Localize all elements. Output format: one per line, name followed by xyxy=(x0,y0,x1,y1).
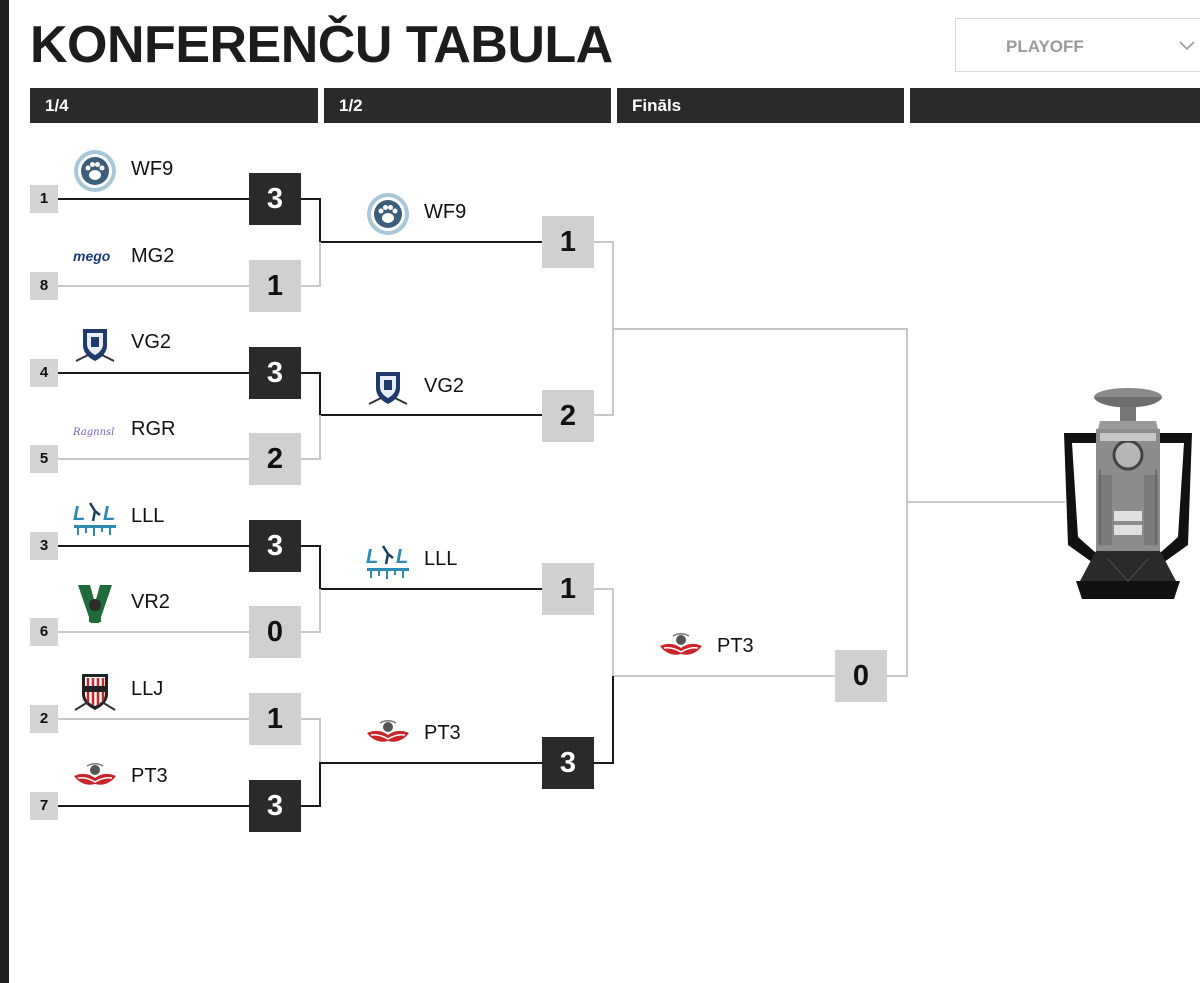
stage-select[interactable]: PLAYOFF xyxy=(955,18,1200,72)
score-box: 1 xyxy=(542,563,594,615)
team-name: VR2 xyxy=(131,591,170,613)
round-header-champion xyxy=(910,88,1200,123)
seed-badge: 3 xyxy=(30,532,58,560)
team-name: LLL xyxy=(131,505,165,527)
score-box: 3 xyxy=(249,173,301,225)
seed-badge: 8 xyxy=(30,272,58,300)
score-box: 2 xyxy=(249,433,301,485)
seed-badge: 7 xyxy=(30,792,58,820)
team-name: LLJ xyxy=(131,678,164,700)
shield-logo xyxy=(72,321,118,367)
trophy-icon xyxy=(1058,385,1200,605)
wings-logo xyxy=(365,711,411,757)
score-box: 2 xyxy=(542,390,594,442)
team-name: PT3 xyxy=(424,722,461,744)
round-header-semifinal: 1/2 xyxy=(324,88,611,123)
team-name: MG2 xyxy=(131,245,175,267)
team-name: WF9 xyxy=(424,201,467,223)
wings-logo xyxy=(72,754,118,800)
score-box: 1 xyxy=(249,260,301,312)
mego-logo: mego xyxy=(72,234,118,280)
page-title: KONFERENČU TABULA xyxy=(30,16,613,74)
team-name: RGR xyxy=(131,418,176,440)
seed-badge: 5 xyxy=(30,445,58,473)
score-box: 3 xyxy=(249,347,301,399)
background-edge xyxy=(0,0,9,983)
seed-badge: 2 xyxy=(30,705,58,733)
score-box: 3 xyxy=(249,520,301,572)
script-logo: Ragnnsl xyxy=(72,408,118,454)
team-name: LLL xyxy=(424,548,458,570)
score-box: 1 xyxy=(249,693,301,745)
team-name: VG2 xyxy=(424,375,465,397)
score-box: 0 xyxy=(249,606,301,658)
paw-logo xyxy=(365,191,411,237)
svg-text:L: L xyxy=(366,546,378,568)
score-box: 0 xyxy=(835,650,887,702)
round-header-quarterfinal: 1/4 xyxy=(30,88,318,123)
stage-select-value: PLAYOFF xyxy=(1006,37,1084,56)
crest-logo xyxy=(72,668,118,714)
svg-text:mego: mego xyxy=(73,248,111,264)
score-box: 3 xyxy=(249,780,301,832)
team-name: PT3 xyxy=(717,635,754,657)
svg-text:L: L xyxy=(73,503,85,525)
team-name: VG2 xyxy=(131,331,172,353)
seed-badge: 1 xyxy=(30,185,58,213)
score-box: 3 xyxy=(542,737,594,789)
svg-text:L: L xyxy=(396,546,408,568)
svg-text:L: L xyxy=(103,503,115,525)
team-name: PT3 xyxy=(131,765,168,787)
shield-logo xyxy=(365,364,411,410)
svg-text:Ragnnsl: Ragnnsl xyxy=(72,427,114,438)
round-header-final: Fināls xyxy=(617,88,904,123)
seed-badge: 6 xyxy=(30,618,58,646)
v-logo xyxy=(72,581,118,627)
chevron-down-icon xyxy=(1178,39,1196,57)
seed-badge: 4 xyxy=(30,359,58,387)
paw-logo xyxy=(72,148,118,194)
score-box: 1 xyxy=(542,216,594,268)
team-name: WF9 xyxy=(131,158,174,180)
wings-logo xyxy=(658,624,704,670)
